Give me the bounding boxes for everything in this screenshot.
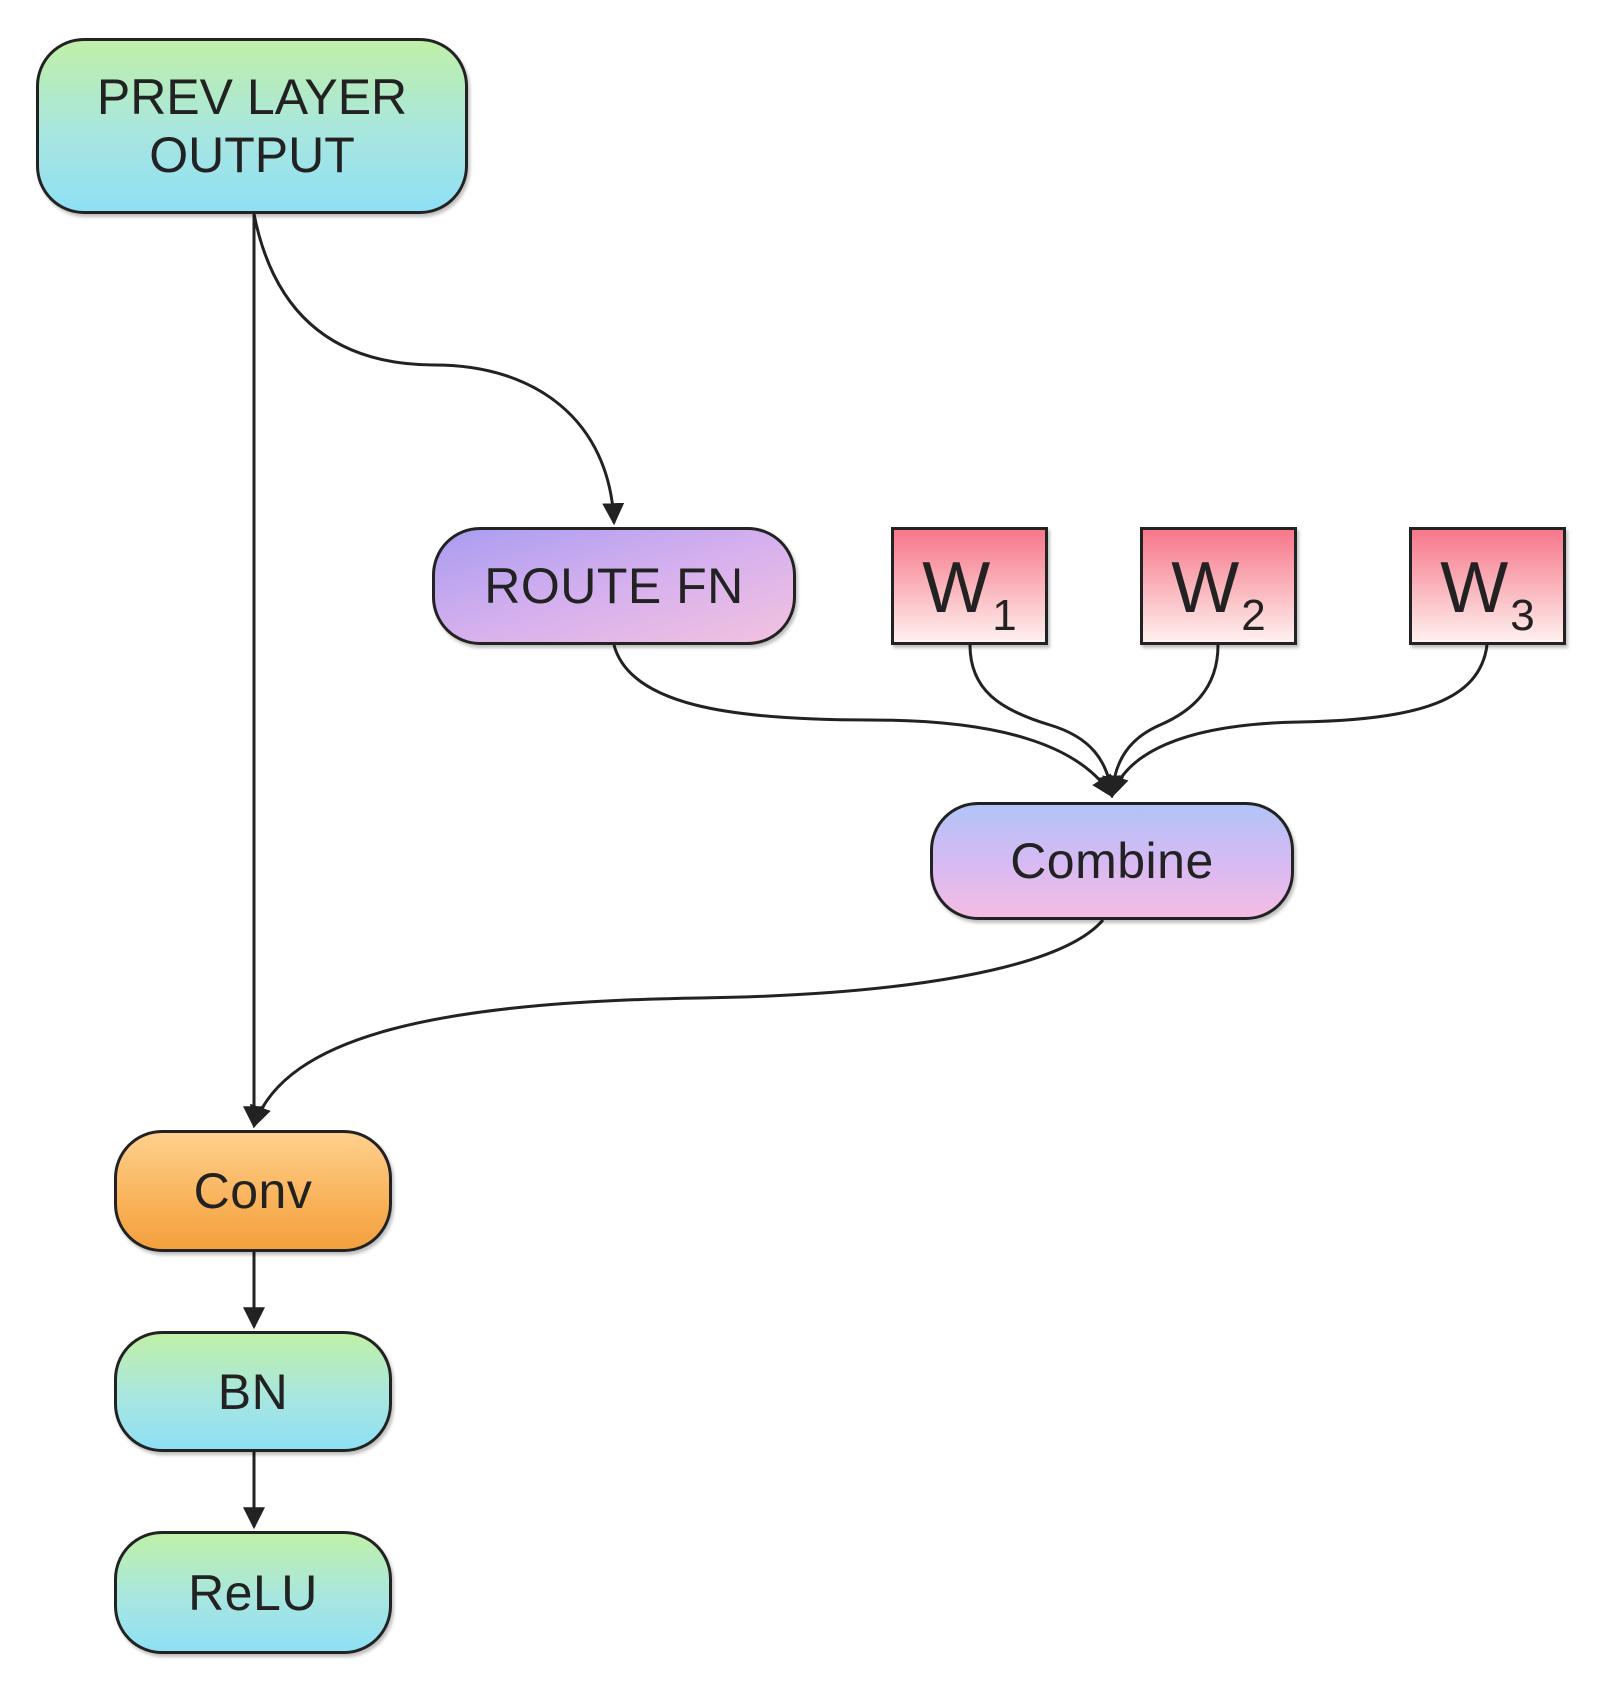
edge-prev-to-route <box>252 213 625 526</box>
weight-w1-node: W1 <box>891 527 1048 645</box>
w1-subscript: 1 <box>992 591 1017 640</box>
relu-label: ReLU <box>188 1564 318 1621</box>
edge-w2-to-combine <box>1102 644 1220 799</box>
conv-node: Conv <box>114 1130 392 1252</box>
conv-label: Conv <box>193 1163 313 1219</box>
w2-base: W <box>1171 548 1240 628</box>
w1-base: W <box>922 548 991 628</box>
edge-combine-to-conv <box>250 919 1105 1129</box>
edge-route-to-combine <box>612 644 1114 798</box>
w3-base: W <box>1440 548 1509 628</box>
edge-w3-to-combine <box>1107 644 1489 799</box>
combine-node: Combine <box>930 802 1294 920</box>
relu-node: ReLU <box>114 1531 392 1654</box>
route-fn-node: ROUTE FN <box>432 527 796 645</box>
prev-layer-output-node: PREV LAYER OUTPUT <box>36 38 468 214</box>
bn-label: BN <box>217 1363 289 1420</box>
bn-node: BN <box>114 1331 392 1452</box>
weight-w2-node: W2 <box>1140 527 1297 645</box>
edge-w1-to-combine <box>968 644 1121 799</box>
w3-subscript: 3 <box>1510 591 1535 640</box>
prev-layer-output-line2: OUTPUT <box>149 127 355 183</box>
weight-w3-node: W3 <box>1409 527 1566 645</box>
prev-layer-output-line1: PREV LAYER <box>96 69 408 125</box>
w2-subscript: 2 <box>1241 591 1266 640</box>
combine-label: Combine <box>1010 833 1214 889</box>
route-fn-label: ROUTE FN <box>484 558 744 614</box>
